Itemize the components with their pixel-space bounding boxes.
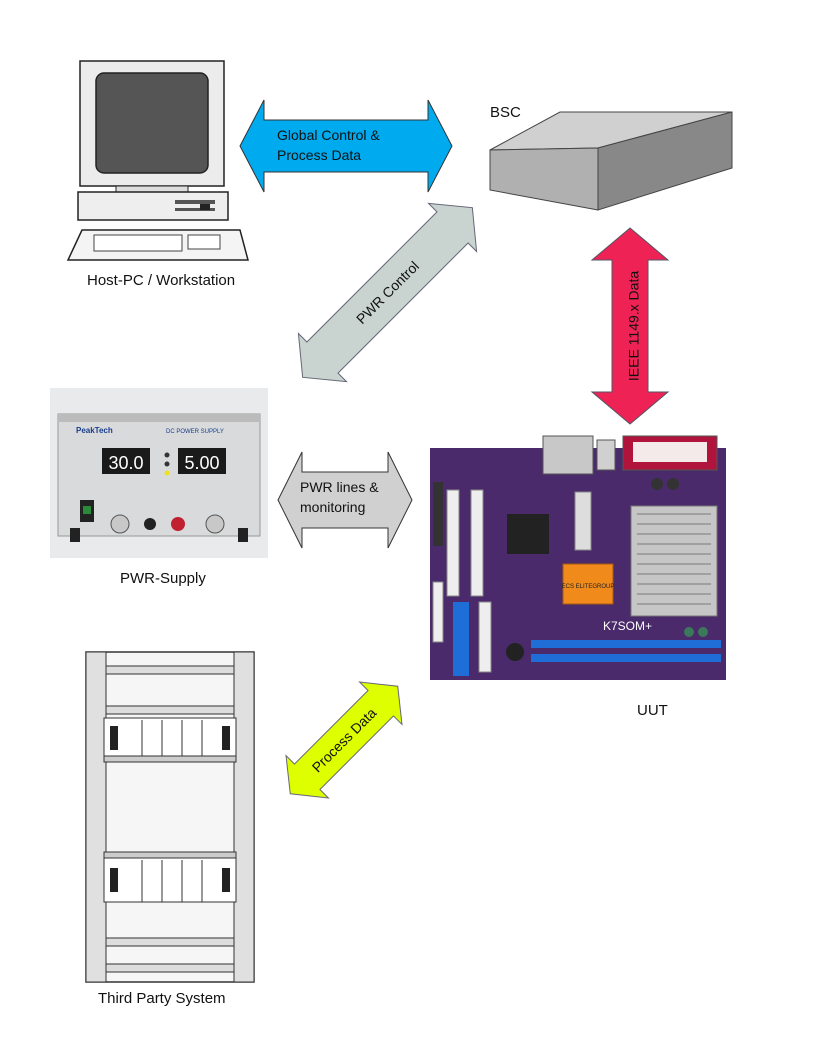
uut-chip-brand: ECS ELITEGROUP (562, 584, 615, 590)
psu-title: DC POWER SUPPLY (166, 429, 224, 435)
host-pc-label: Host-PC / Workstation (87, 272, 235, 289)
power-supply-photo: PeakTech DC POWER SUPPLY 30.0 5.00 (50, 388, 268, 558)
host-pc-illustration (60, 55, 250, 270)
uut-model: K7SOM+ (603, 619, 652, 633)
psu-volt-display: 30.0 (108, 453, 143, 473)
third-party-label: Third Party System (98, 990, 226, 1007)
ieee-data-arrow: IEEE 1149.x Data (592, 228, 668, 424)
psu-brand: PeakTech (76, 426, 113, 435)
process-data-arrow: Process Data (286, 682, 402, 798)
pwr-lines-text-2: monitoring (300, 499, 365, 515)
uut-motherboard-photo: ECS ELITEGROUP K7SOM+ (425, 432, 730, 684)
bsc-box-illustration (488, 108, 738, 213)
third-party-rack-illustration (82, 648, 258, 984)
pwr-lines-arrow: PWR lines & monitoring (278, 452, 412, 548)
global-control-text-2: Process Data (277, 147, 361, 163)
global-control-arrow-shape (240, 100, 452, 192)
global-control-arrow: Global Control & Process Data (240, 100, 452, 192)
global-control-text-1: Global Control & (277, 127, 380, 143)
ieee-data-text: IEEE 1149.x Data (626, 271, 642, 381)
uut-label: UUT (637, 702, 668, 719)
pwr-lines-text-1: PWR lines & (300, 479, 379, 495)
psu-amp-display: 5.00 (184, 453, 219, 473)
power-supply-label: PWR-Supply (120, 570, 206, 587)
pwr-control-arrow: PWR Control (295, 200, 480, 385)
